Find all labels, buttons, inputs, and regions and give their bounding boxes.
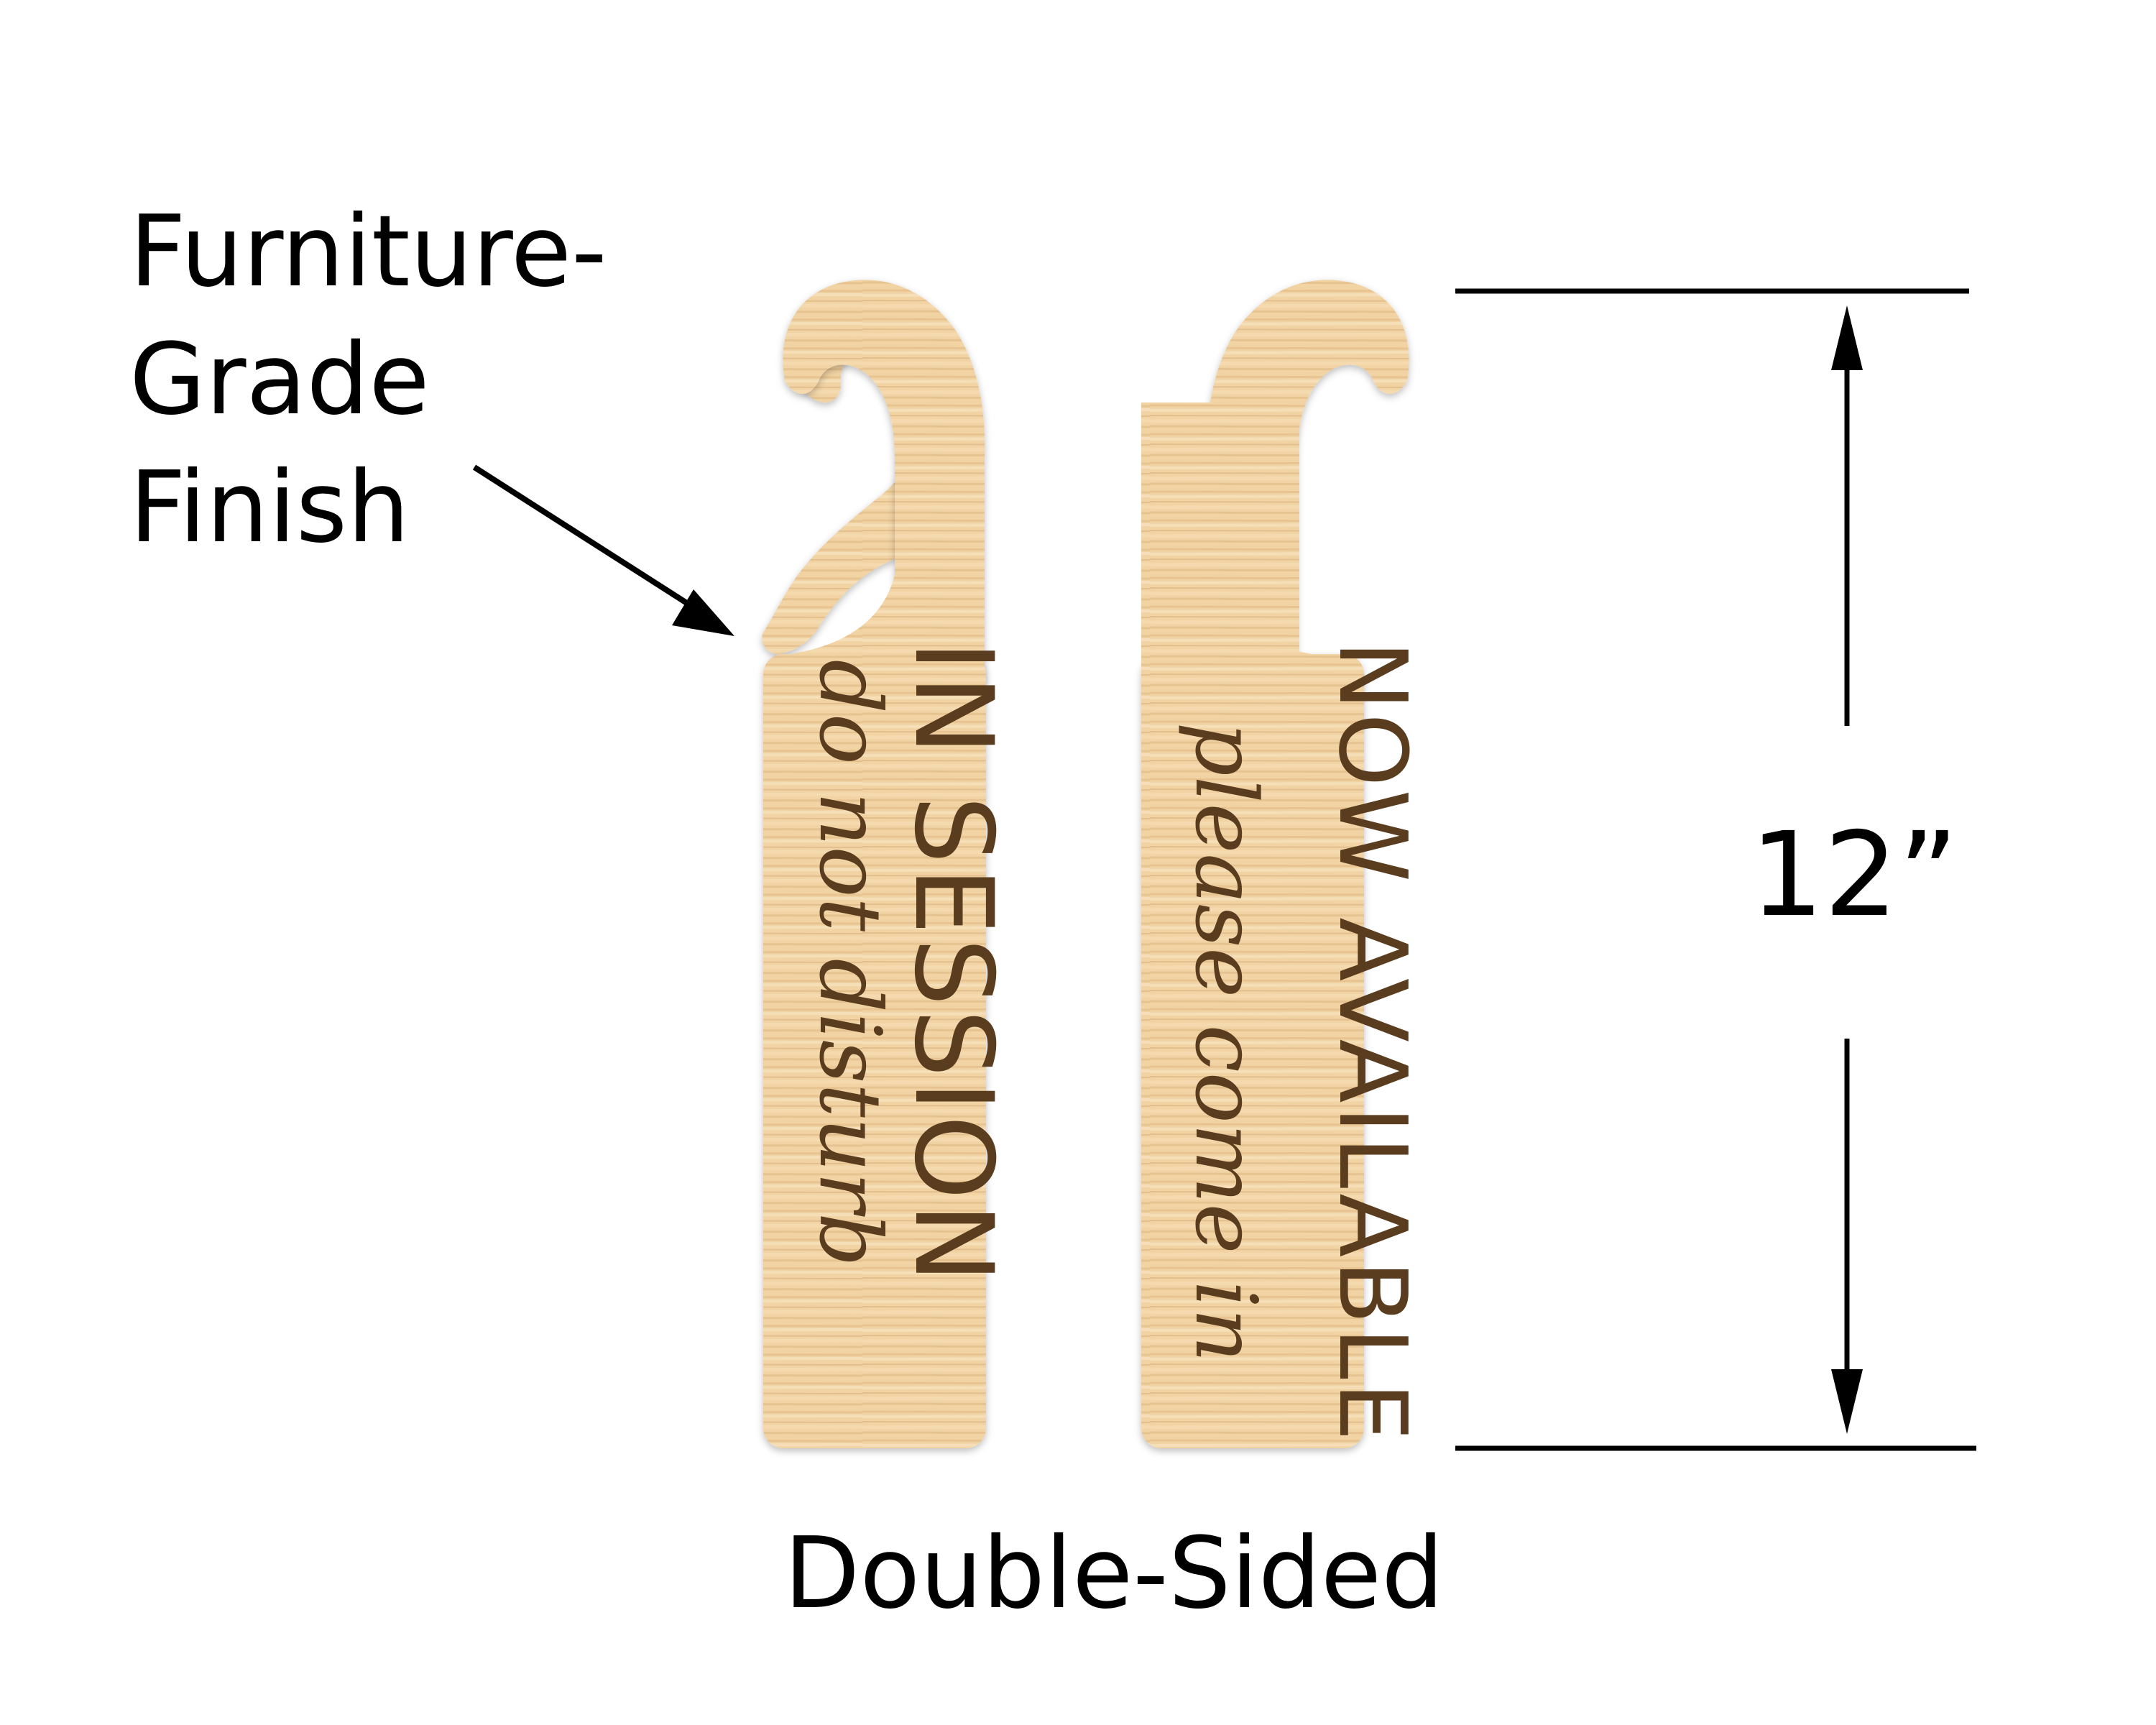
door-hanger-left-neck — [763, 460, 985, 690]
door-hanger-left-panel — [763, 654, 986, 1448]
right-sign-title: NOW AVAILABLE — [1318, 640, 1427, 1444]
finish-arrow-head — [672, 589, 734, 636]
finish-arrow — [472, 464, 734, 636]
door-hanger-left: IN SESSION do not disturb — [762, 280, 1015, 1448]
right-sign-subtitle: please come in — [1176, 722, 1276, 1362]
height-dimension — [1455, 288, 1976, 1451]
dimension-up-arrow — [1831, 305, 1863, 370]
finish-label-line-1: Furniture- — [129, 195, 607, 309]
finish-label: Furniture- Grade Finish — [129, 188, 632, 572]
left-sign-subtitle: do not disturb — [801, 659, 900, 1266]
double-sided-label: Double-Sided — [783, 1517, 1445, 1631]
dimension-down-arrow — [1831, 1369, 1863, 1434]
door-hanger-right: NOW AVAILABLE please come in — [1141, 280, 1427, 1448]
left-sign-title: IN SESSION — [890, 640, 1015, 1286]
door-hanger-right-shaft — [1141, 402, 1299, 704]
finish-label-line-3: Finish — [129, 451, 410, 565]
finish-label-line-2: Grade — [129, 323, 430, 437]
door-hanger-right-panel — [1141, 654, 1364, 1448]
size-label: 12” — [1749, 808, 1959, 943]
